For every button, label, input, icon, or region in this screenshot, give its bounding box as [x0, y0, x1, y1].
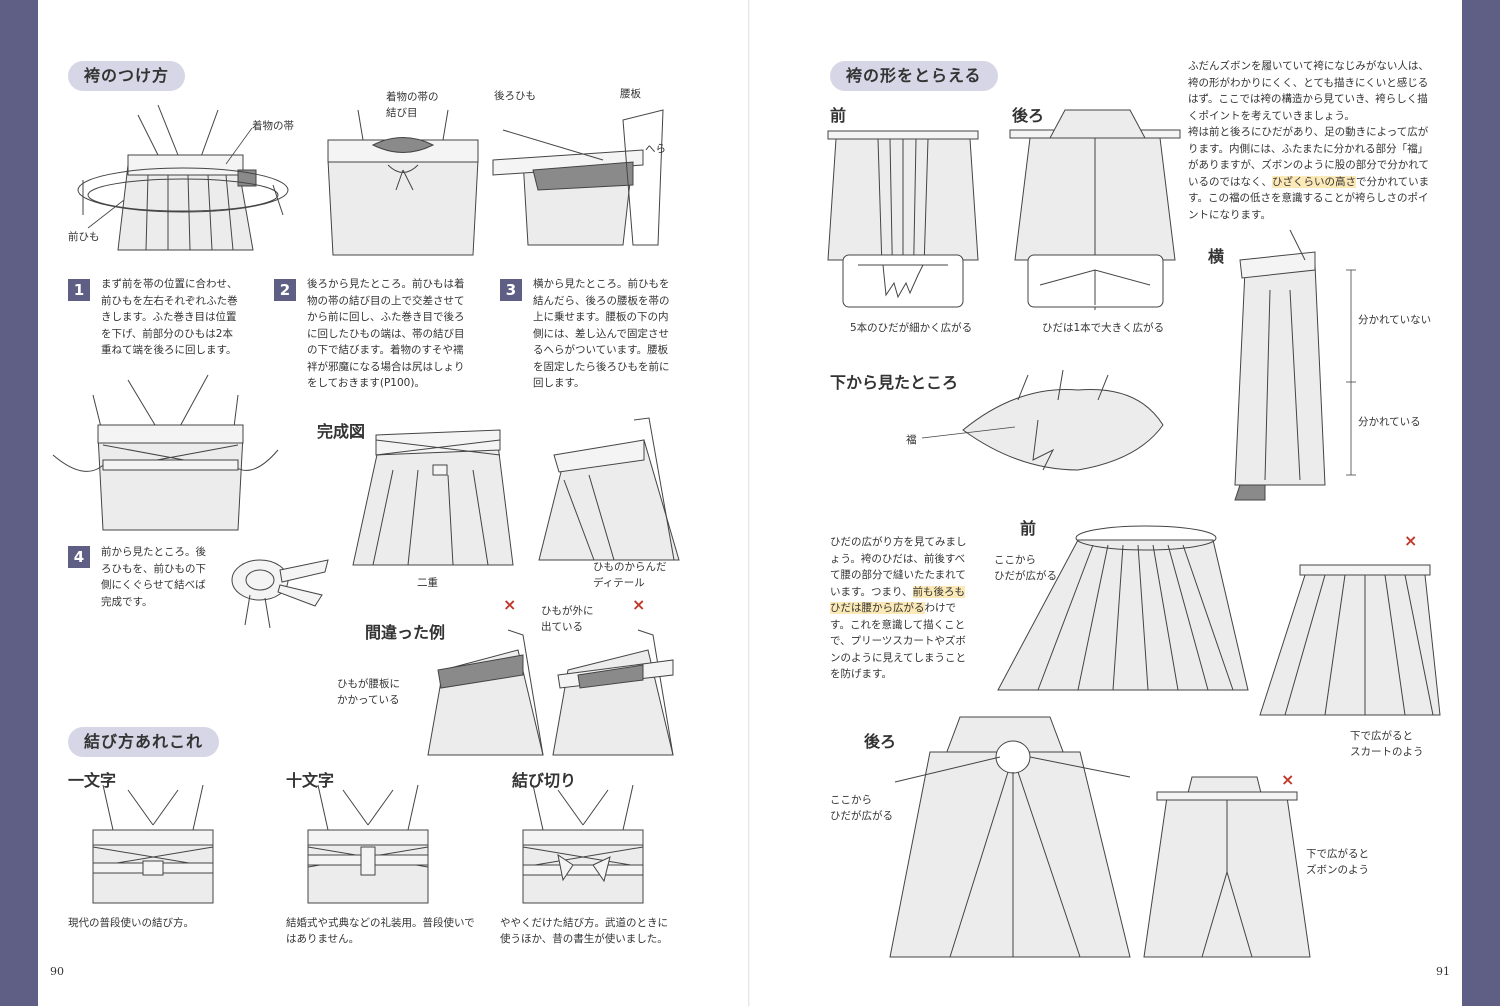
page-number-right: 91: [1436, 965, 1450, 978]
caption-front-pleats: 5本のひだが細かく広がる: [850, 322, 973, 334]
step-3-badge: 3: [500, 279, 522, 301]
step-2-text: 後ろから見たところ。前ひもは着物の帯の結び目の上で交差させてから前に回し、ふた巻…: [307, 278, 465, 389]
section-title-how-to-wear: 袴のつけ方: [68, 61, 186, 91]
illustration-style-musubikiri: [522, 784, 644, 904]
style-3-name: 結び切り: [512, 771, 577, 790]
cross-mark-1: ×: [503, 595, 517, 614]
style-2-desc: 結婚式や式典などの礼装用。普段使いではありません。: [286, 917, 475, 945]
illustration-skirt-like: [1259, 564, 1441, 716]
cross-mark-2: ×: [632, 595, 646, 614]
label-koshiita: 腰板: [620, 88, 641, 100]
label-split: 分かれている: [1358, 416, 1421, 428]
cross-mark-3: ×: [1404, 531, 1418, 550]
label-pants-like: 下で広がると ズボンのよう: [1306, 848, 1369, 876]
label-hera: へら: [645, 143, 666, 155]
pleat-paragraph-b: わけです。これを意識して描くことで、プリーツスカートやズボンのように見えてしまう…: [830, 602, 966, 680]
step-1-text: まず前を帯の位置に合わせ、前ひもを左右それぞれふた巻きします。ふた巻き目は位置を…: [101, 278, 238, 356]
illustration-completed-side: [538, 417, 680, 561]
cross-mark-4: ×: [1281, 770, 1295, 789]
label-himo-detail: ひものからんだ ディテール: [593, 561, 667, 589]
label-skirt-like: 下で広がると スカートのよう: [1350, 730, 1424, 758]
illustration-hakama-side: [1234, 229, 1326, 501]
caption-back-pleat: ひだは1本で大きく広がる: [1042, 322, 1165, 334]
intro-paragraph-2-b: で分かれています。この襠の低さを意識することが袴らしさのポイントになります。: [1188, 175, 1430, 221]
label-ushirohimo: 後ろひも: [494, 90, 536, 102]
style-3-desc: ややくだけた結び方。武道のときに使うほか、昔の書生が使いました。: [500, 917, 668, 945]
intro-paragraph-1: ふだんズボンを履いていて袴になじみがない人は、袴の形がわかりにくく、とても描きに…: [1188, 60, 1429, 122]
illustration-back-view: [327, 109, 479, 256]
label-koko-back: ここから ひだが広がる: [830, 794, 893, 822]
illustration-from-below: [962, 369, 1164, 471]
style-1-desc: 現代の普段使いの結び方。: [68, 917, 194, 929]
illustration-completed-front: [352, 429, 514, 566]
step-1-badge: 1: [68, 279, 90, 301]
intro-paragraph-2-a: 袴は前と後ろにひだがあり、足の動きによって広がります。内側には、ふたまたに分かれ…: [1188, 126, 1429, 188]
illustration-front-pleats-large: [997, 525, 1249, 691]
label-obi-knot: 着物の帯の 結び目: [386, 91, 439, 119]
section-title-hakama-shape: 袴の形をとらえる: [830, 61, 998, 91]
label-back-2: 後ろ: [864, 732, 897, 751]
left-page: 袴のつけ方 着物の帯 前ひも 着物の帯の 結び目: [38, 0, 750, 1006]
step-4-badge: 4: [68, 546, 90, 568]
right-page: 袴の形をとらえる ふだんズボンを履いていて袴になじみがない人は、袴の形がわかりに…: [750, 0, 1462, 1006]
label-maehimo: 前ひも: [68, 231, 100, 243]
style-2-name: 十文字: [286, 771, 335, 790]
leader-machi: [921, 426, 1016, 439]
illustration-bow: [231, 559, 329, 629]
label-koko-front: ここから ひだが広がる: [994, 554, 1057, 582]
label-nijuu: 二重: [417, 577, 438, 589]
label-side: 横: [1208, 247, 1225, 266]
illustration-style-jumonji: [307, 784, 429, 904]
style-1-name: 一文字: [68, 771, 117, 790]
label-himo-out: ひもが外に 出ている: [541, 605, 594, 633]
illustration-pants-like: [1143, 776, 1311, 958]
label-front: 前: [830, 106, 847, 125]
dimension-line: [1346, 269, 1356, 476]
illustration-wrong-1: [427, 629, 544, 756]
section-title-tying-variations: 結び方あれこれ: [68, 727, 220, 757]
illustration-style-ichimonji: [92, 784, 214, 904]
label-kanseizu: 完成図: [317, 422, 366, 441]
label-from-below: 下から見たところ: [830, 373, 959, 392]
label-himo-koshiita: ひもが腰板に かかっている: [337, 678, 400, 706]
illustration-hakama-front: [827, 130, 979, 308]
label-back: 後ろ: [1012, 106, 1045, 125]
illustration-front-cross: [52, 374, 279, 531]
illustration-wrong-2: [552, 629, 674, 756]
page-number-left: 90: [50, 965, 64, 978]
leader-obi: [225, 127, 253, 165]
intro-highlight-knee: ひざくらいの高さ: [1272, 175, 1356, 188]
intro-paragraph-2: 袴は前と後ろにひだがあり、足の動きによって広がります。内側には、ふたまたに分かれ…: [1188, 124, 1434, 223]
pleat-paragraph: ひだの広がり方を見てみましょう。袴のひだは、前後すべて腰の部分で縫いたたまれてい…: [830, 534, 970, 683]
label-not-split: 分かれていない: [1358, 314, 1432, 326]
step-4-text: 前から見たところ。後ろひもを、前ひもの下側にくぐらせて結べば完成です。: [101, 546, 206, 608]
step-3-text: 横から見たところ。前ひもを結んだら、後ろの腰板を帯の上に乗せます。腰板の下の内側…: [533, 278, 670, 389]
pleat-paragraph-a: ひだの広がり方を見てみましょう。袴のひだは、前後すべて腰の部分で縫いたたまれてい…: [830, 536, 967, 598]
label-obi: 着物の帯: [252, 120, 294, 132]
illustration-side-view: [492, 109, 664, 246]
label-machi: 襠: [906, 434, 917, 446]
leader-maehimo: [87, 199, 125, 229]
illustration-hakama-back: [1009, 109, 1181, 310]
label-front-2: 前: [1020, 519, 1037, 538]
step-2-badge: 2: [274, 279, 296, 301]
illustration-back-pleats-large: [889, 716, 1131, 958]
illustration-front-wrap: [77, 104, 289, 251]
label-machigai: 間違った例: [365, 623, 446, 642]
